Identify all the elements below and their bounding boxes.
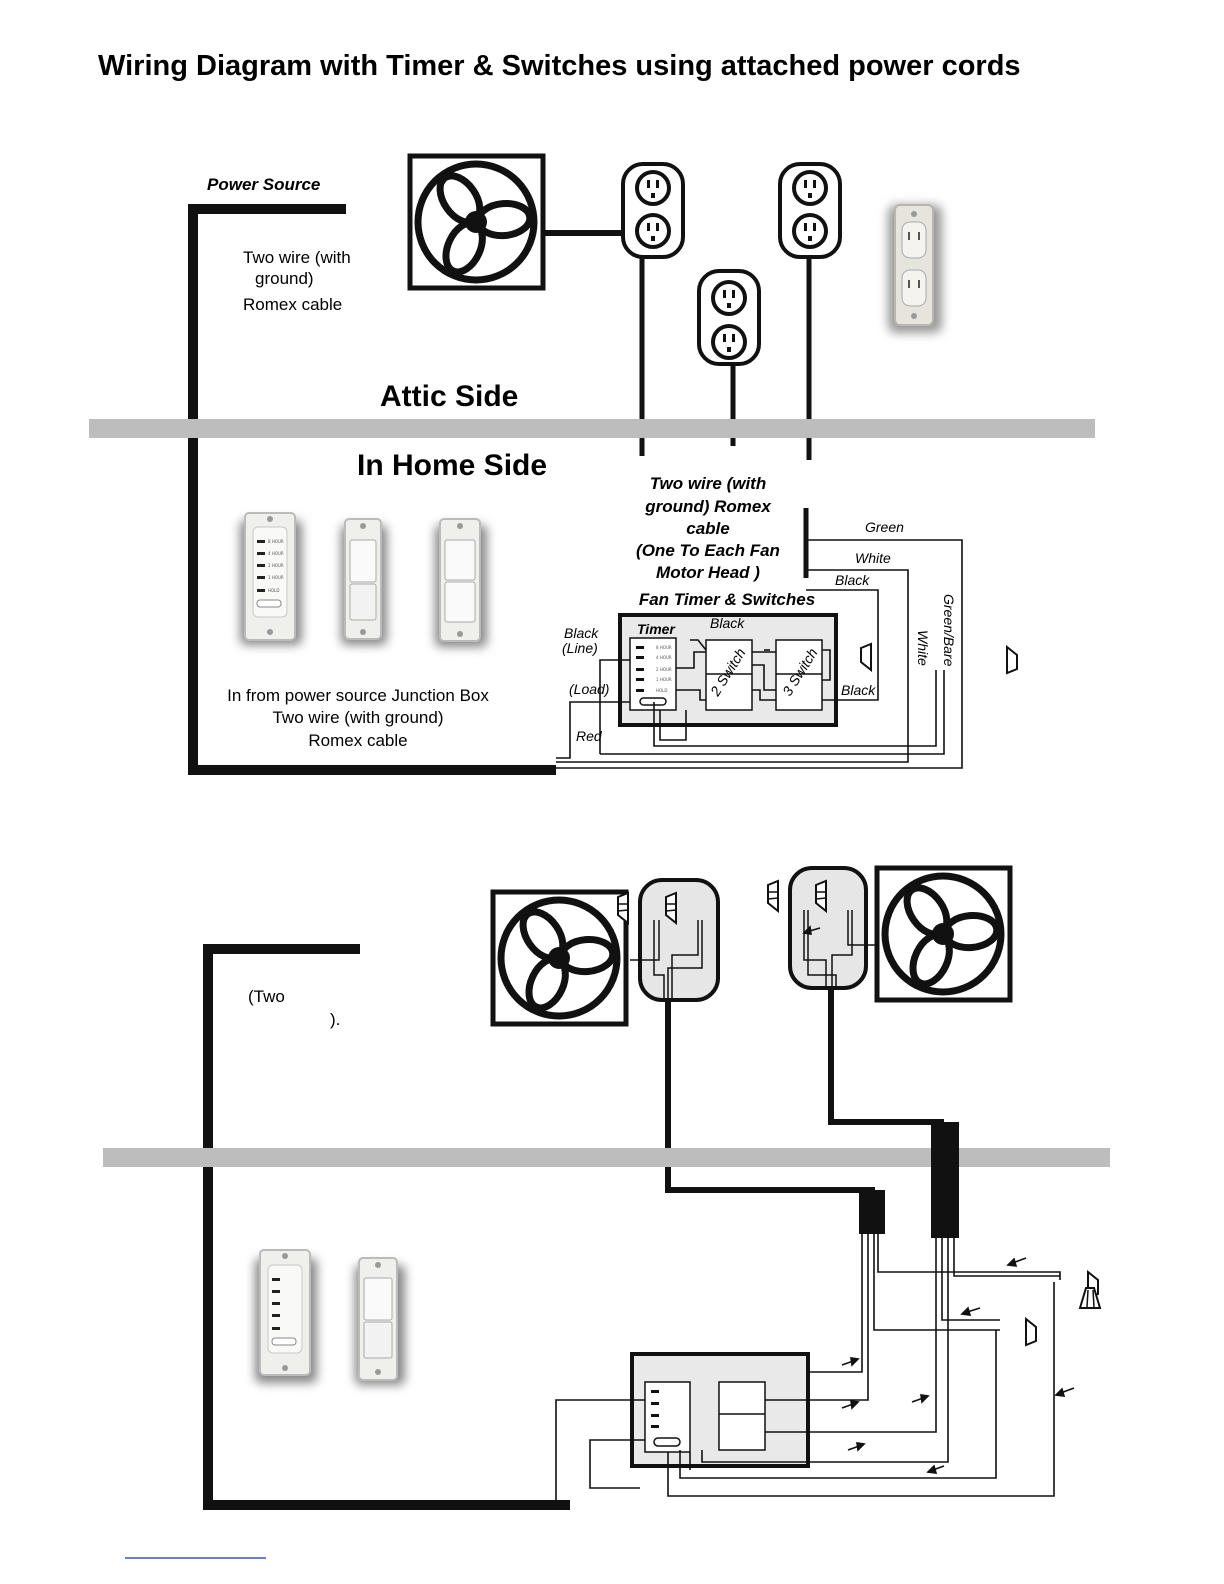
junction-label-line2: Two wire (with ground) bbox=[272, 708, 443, 727]
wire-label-green-bare: Green/Bare bbox=[941, 594, 957, 667]
romex-label-line2: ground) bbox=[255, 269, 314, 288]
wire-label-black-inner: Black bbox=[710, 615, 745, 631]
control-box bbox=[630, 1352, 810, 1468]
timer-mark: 4 HOUR bbox=[656, 655, 672, 660]
cable-fragment-line1: (Two bbox=[248, 987, 285, 1006]
fan-icon bbox=[490, 889, 629, 1027]
outlet-icon bbox=[778, 162, 842, 259]
svg-text:1 HOUR: 1 HOUR bbox=[268, 575, 284, 580]
wall-switch-icon bbox=[355, 1257, 405, 1385]
wire-label-black: Black bbox=[835, 572, 870, 588]
timer-label: Timer bbox=[637, 621, 676, 637]
fan-icon bbox=[874, 865, 1013, 1003]
wire-nut-icon bbox=[860, 642, 872, 673]
fan-icon bbox=[407, 153, 546, 291]
wall-switch-icon bbox=[341, 518, 387, 645]
receptacle-photo-icon bbox=[888, 204, 942, 333]
power-source-label: Power Source bbox=[207, 175, 320, 194]
each-fan-cable-label-line2: ground) Romex bbox=[644, 497, 772, 516]
timer-mark: 2 HOUR bbox=[656, 667, 672, 672]
each-fan-cable-label-line1: Two wire (with bbox=[650, 474, 766, 493]
control-box: 8 HOUR 4 HOUR 2 HOUR 1 HOUR HOLD bbox=[618, 613, 838, 727]
fan-junction-box bbox=[617, 878, 720, 1002]
junction-label-line1: In from power source Junction Box bbox=[227, 686, 489, 705]
wire-label-white-vertical: White bbox=[915, 630, 931, 666]
wire-nut-icon bbox=[1025, 1316, 1037, 1347]
cable-fragment-line2: ). bbox=[330, 1010, 340, 1029]
svg-text:2 HOUR: 2 HOUR bbox=[268, 563, 284, 568]
timer-mark: 1 HOUR bbox=[656, 677, 672, 682]
wire-label-red: Red bbox=[576, 728, 603, 744]
wire-label-black-right: Black bbox=[841, 682, 876, 698]
wire-nut-icon bbox=[1078, 1287, 1102, 1309]
timer-switch-icon: 8 HOUR 4 HOUR 2 HOUR 1 HOUR HOLD bbox=[240, 512, 302, 645]
wall-switch-icon bbox=[435, 518, 487, 647]
ceiling-divider bbox=[89, 419, 1095, 438]
romex-label-line3: Romex cable bbox=[243, 295, 342, 314]
svg-text:8 HOUR: 8 HOUR bbox=[268, 539, 284, 544]
fan-timer-switches-label: Fan Timer & Switches bbox=[639, 590, 815, 609]
fan-power-cord bbox=[665, 1000, 875, 1210]
fan-power-cord bbox=[828, 988, 944, 1125]
power-source-cable bbox=[188, 204, 556, 775]
control-wiring bbox=[556, 508, 963, 769]
wire-label-white: White bbox=[855, 550, 891, 566]
control-wiring bbox=[555, 1234, 1061, 1505]
page-title: Wiring Diagram with Timer & Switches usi… bbox=[98, 50, 1021, 82]
attic-side-label: Attic Side bbox=[380, 380, 518, 413]
outlet-icon bbox=[697, 269, 761, 366]
each-fan-cable-label-line3: cable bbox=[686, 519, 729, 538]
each-fan-cable-label-line5: Motor Head ) bbox=[656, 563, 760, 582]
wire-label-black-line-2: (Line) bbox=[562, 640, 598, 656]
wire-direction-arrows bbox=[802, 925, 1075, 1474]
wire-label-green: Green bbox=[865, 519, 904, 535]
ceiling-divider bbox=[103, 1148, 1110, 1167]
wire-label-black-line-1: Black bbox=[564, 625, 599, 641]
romex-label-line1: Two wire (with bbox=[243, 248, 351, 267]
home-side-label: In Home Side bbox=[357, 449, 547, 482]
power-source-cable bbox=[203, 944, 570, 1510]
junction-label-line3: Romex cable bbox=[308, 731, 407, 750]
outlet-icon bbox=[621, 162, 685, 259]
wire-label-load: (Load) bbox=[569, 681, 609, 697]
svg-text:HOLD: HOLD bbox=[268, 588, 279, 593]
timer-mark: 8 HOUR bbox=[656, 645, 672, 650]
fan-junction-box bbox=[767, 866, 877, 990]
timer-switch-icon bbox=[255, 1249, 317, 1383]
each-fan-cable-label-line4: (One To Each Fan bbox=[636, 541, 780, 560]
wire-nut-icon bbox=[1006, 644, 1018, 675]
cord-sheath bbox=[859, 1190, 885, 1234]
svg-text:4 HOUR: 4 HOUR bbox=[268, 551, 284, 556]
cord-sheath bbox=[931, 1122, 959, 1238]
timer-mark: HOLD bbox=[656, 688, 667, 693]
